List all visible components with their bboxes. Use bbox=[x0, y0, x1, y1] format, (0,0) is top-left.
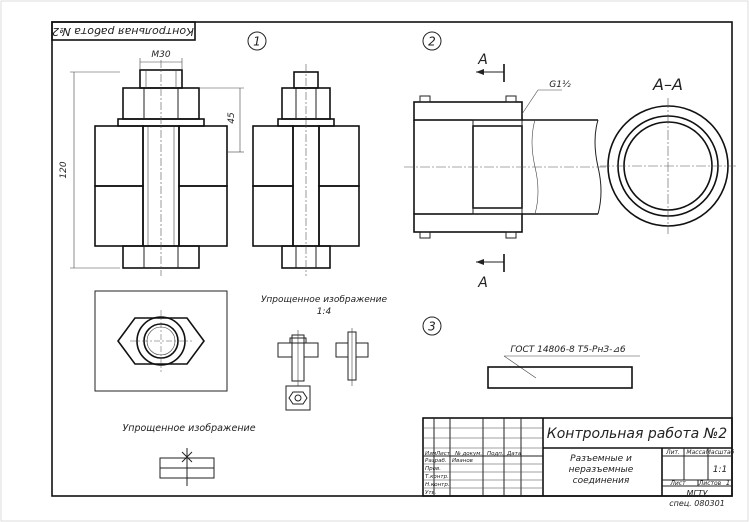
pipe-cross-section bbox=[600, 98, 736, 234]
svg-text:3: 3 bbox=[428, 320, 436, 334]
svg-text:А: А bbox=[477, 52, 488, 68]
svg-text:M30: M30 bbox=[151, 50, 170, 60]
bolt-top-view bbox=[94, 290, 228, 392]
svg-text:Лист: Лист bbox=[435, 451, 451, 457]
title-block bbox=[422, 417, 733, 497]
bolt-assembly-left bbox=[94, 60, 228, 276]
drawing-frame bbox=[51, 21, 733, 497]
simplified-bolt-2 bbox=[335, 328, 369, 386]
svg-text:Масса: Масса bbox=[686, 449, 705, 456]
title-block-title: Контрольная работа №2 bbox=[547, 426, 727, 442]
svg-text:Пров.: Пров. bbox=[425, 466, 441, 472]
svg-text:1: 1 bbox=[253, 35, 261, 49]
svg-text:№ докум.: № докум. bbox=[454, 451, 482, 457]
svg-text:Подп.: Подп. bbox=[487, 451, 504, 457]
org-spec: спец. 080301 bbox=[669, 499, 725, 508]
simplified-scale: 1:4 bbox=[317, 307, 332, 317]
task3-number: 3 bbox=[422, 316, 442, 336]
svg-text:45: 45 bbox=[227, 112, 237, 124]
row-developer: Разраб. bbox=[425, 458, 447, 464]
org-name: МГТУ bbox=[686, 489, 708, 498]
bolt-assembly-right bbox=[252, 64, 360, 276]
svg-text:Дата: Дата bbox=[506, 451, 522, 457]
svg-text:А: А bbox=[477, 275, 488, 291]
thread-leader: G1½ bbox=[521, 80, 571, 115]
svg-text:Масштаб: Масштаб bbox=[706, 449, 735, 456]
simplified-nut-top bbox=[285, 385, 311, 411]
dim-nut: 45 bbox=[200, 87, 244, 153]
svg-text:G1½: G1½ bbox=[549, 80, 571, 90]
weld-simplified-view bbox=[159, 448, 215, 486]
scale-value: 1:1 bbox=[713, 465, 727, 475]
simplified-label: Упрощенное изображение bbox=[261, 295, 388, 305]
section-mark-top: А bbox=[476, 52, 505, 82]
doc-name-line3: соединения bbox=[573, 476, 630, 486]
svg-text:Изм: Изм bbox=[425, 451, 436, 457]
pipe-fitting-section bbox=[404, 95, 606, 239]
svg-text:Лист: Лист bbox=[669, 480, 686, 487]
svg-text:ГОСТ 14806-8 Т5-РнЗ-⊿6: ГОСТ 14806-8 Т5-РнЗ-⊿6 bbox=[510, 345, 626, 355]
task1-number: 1 bbox=[247, 31, 267, 51]
svg-text:Н.контр.: Н.контр. bbox=[425, 482, 450, 488]
doc-name-line1: Разъемные и bbox=[570, 454, 632, 464]
svg-text:Листов: Листов bbox=[698, 480, 722, 487]
svg-text:120: 120 bbox=[59, 161, 69, 178]
svg-text:Т.контр.: Т.контр. bbox=[425, 474, 449, 480]
task2-number: 2 bbox=[422, 31, 442, 51]
svg-text:1: 1 bbox=[726, 479, 730, 487]
svg-text:2: 2 bbox=[428, 35, 436, 49]
dim-thread: M30 bbox=[139, 50, 183, 70]
doc-name-line2: неразъемные bbox=[569, 465, 634, 475]
section-mark-bottom: А bbox=[476, 254, 505, 291]
simplified-bolt-1 bbox=[277, 330, 319, 386]
corner-label-box: Контрольная работа №2 bbox=[51, 21, 196, 41]
weld-simplified-label: Упрощенное изображение bbox=[122, 423, 255, 434]
corner-label: Контрольная работа №2 bbox=[52, 25, 194, 38]
section-title: А–А bbox=[652, 75, 683, 94]
svg-text:Утв.: Утв. bbox=[425, 490, 437, 496]
svg-text:Лит.: Лит. bbox=[665, 449, 680, 456]
developer-name: Иванов bbox=[452, 458, 473, 464]
dim-height: 120 bbox=[59, 71, 120, 269]
welded-plate bbox=[487, 366, 633, 389]
